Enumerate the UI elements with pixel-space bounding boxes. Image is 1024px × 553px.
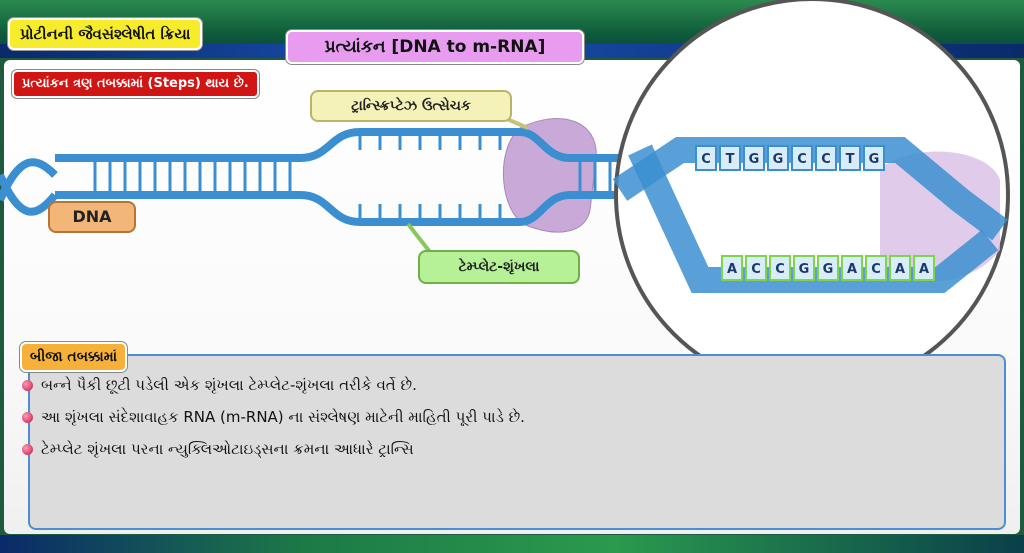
bottom-base-box [793,255,815,281]
bottom-base-letter: A [727,262,737,277]
template-arrow [406,222,432,254]
top-base-box [791,145,813,171]
bottom-base-letter: G [823,262,834,277]
transcriptase-enzyme [502,118,597,233]
bottom-base-letter: A [895,262,905,277]
bottom-base-letter: A [919,262,929,277]
bullet-icon [22,412,33,423]
bullet-icon [22,380,33,391]
bottom-base-box [865,255,887,281]
dna-strand-lower [55,191,630,226]
bottom-base-letter: A [847,262,857,277]
dna-label: DNA [48,201,136,233]
bottom-base-box [913,255,935,281]
bullet-icon [22,444,33,455]
dna-strand-upper [55,128,630,162]
top-base-letter: T [726,152,735,167]
bullet-item: આ શૃંખલા સંદેશાવાહક RNA (m-RNA) ના સંશ્લ… [22,408,525,426]
dna-base-pairs [93,136,612,218]
info-panel [28,354,1006,530]
top-base-letter: C [821,152,831,167]
top-base-box [695,145,717,171]
bottom-base-box [841,255,863,281]
top-base-box [839,145,861,171]
template-label: ટેમ્પ્લેટ-શૃંખલા [418,250,580,284]
top-base-box [743,145,765,171]
page-subtitle: પ્રત્યાંકન [DNA to m-RNA] [286,30,584,64]
bottom-base-letter: C [751,262,761,277]
top-base-letter: G [869,152,880,167]
bottom-base-box [721,255,743,281]
bottom-bar [0,535,1024,553]
top-base-letter: G [773,152,784,167]
steps-badge: પ્રત્યાંકન ત્રણ તબક્કામાં (Steps) થાય છે… [12,70,259,98]
bullet-item: ટેમ્પ્લેટ શૃંખલા પરના ન્યુક્લિઓટાઇડ્સના … [22,440,414,458]
section-heading: બીજા તબક્કામાં [20,342,128,372]
bullet-item: બન્ને પૈકી છૂટી પડેલી એક શૃંખલા ટેમ્પ્લે… [22,376,417,394]
bottom-base-letter: C [775,262,785,277]
top-base-letter: G [749,152,760,167]
top-base-box [815,145,837,171]
bottom-base-letter: G [799,262,810,277]
top-base-letter: C [701,152,711,167]
transcriptase-label: ટ્રાન્સ્ક્રિપ્ટેઝ ઉત્સેચક [310,90,512,122]
bottom-base-box [745,255,767,281]
top-base-letter: C [797,152,807,167]
page-title: પ્રોટીનની જૈવસંશ્લેષીત ક્રિયા [8,18,203,50]
bottom-base-box [889,255,911,281]
bottom-base-letter: C [871,262,881,277]
bottom-base-box [769,255,791,281]
dna-helix-left [0,158,59,216]
top-base-box [719,145,741,171]
bottom-base-box [817,255,839,281]
top-base-letter: T [846,152,855,167]
top-base-box [767,145,789,171]
top-base-box [863,145,885,171]
